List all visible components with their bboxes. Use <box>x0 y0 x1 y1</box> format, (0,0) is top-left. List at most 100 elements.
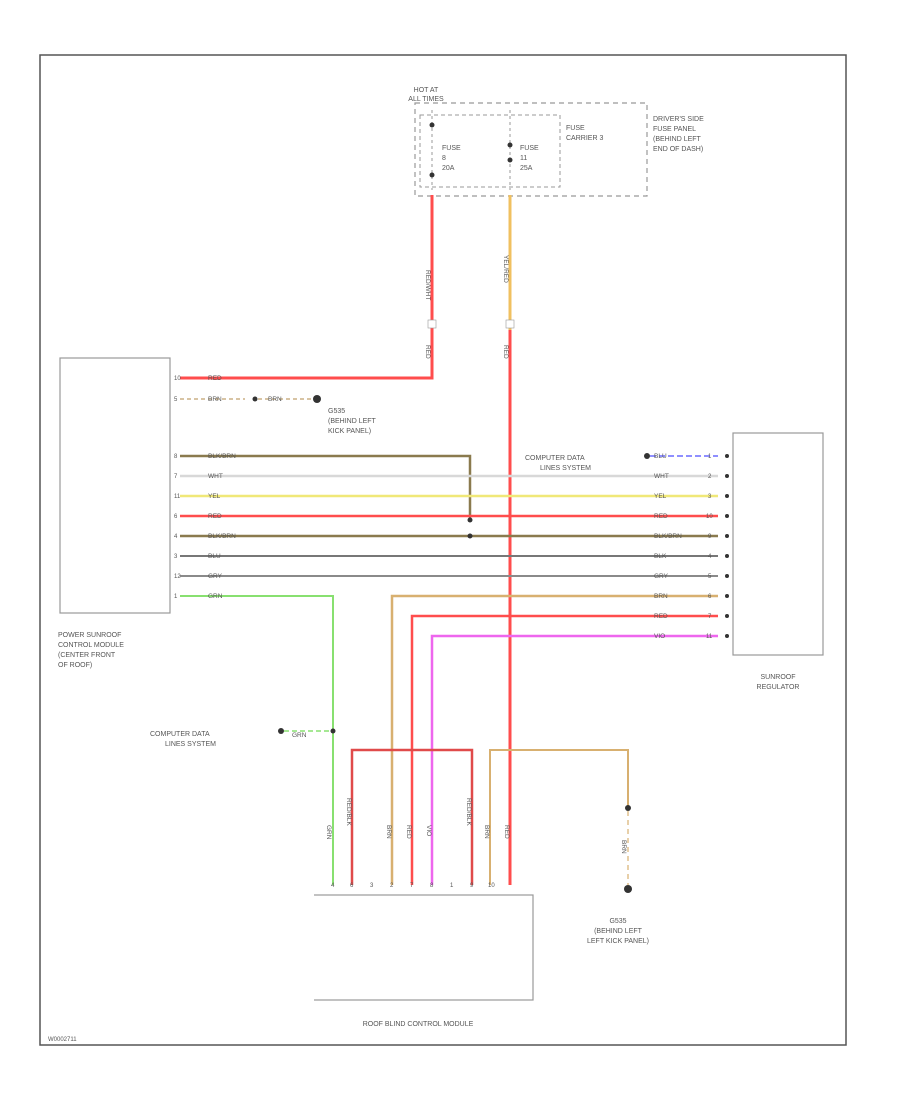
blind-wire-label-5: VIO <box>425 825 432 836</box>
reg-pin-6: 6 <box>708 594 712 600</box>
reg-pin-11: 11 <box>706 634 713 640</box>
power-sunroof-module <box>59 357 171 614</box>
fuse11-wire-red: RED <box>502 345 509 359</box>
blind-wire-label-1: GRN <box>325 825 332 840</box>
blind-pin-1: 1 <box>450 883 454 889</box>
wire-pm8-blkbrn <box>180 454 472 520</box>
fuse-carrier-label: FUSE <box>566 125 585 132</box>
fuse-8-rating: 20A <box>442 165 455 172</box>
pm-pin-8: 8 <box>174 454 178 460</box>
blind-pin-3: 3 <box>370 883 374 889</box>
power-module-label-2: CONTROL MODULE <box>58 642 124 649</box>
computer-data-right-icon <box>644 453 650 459</box>
ground2-wire-color: BRN <box>620 840 627 854</box>
ground-2-icon <box>624 885 632 893</box>
pm-pin-1: 1 <box>174 594 178 600</box>
reg-pin-4-color: BLK <box>654 553 667 560</box>
reg-pin-1: 1 <box>708 454 712 460</box>
pm-pin-3-color: BLU <box>208 553 221 560</box>
fuse-11-number: 11 <box>520 155 527 162</box>
reg-pin-4: 4 <box>708 554 712 560</box>
blind-wire-label-2: RED/BLK <box>345 798 352 826</box>
diagram-frame <box>39 54 847 1046</box>
blind-pin-10: 10 <box>488 883 495 889</box>
fuse-11-terminal-bottom <box>507 157 513 163</box>
wire-reg7-red <box>410 614 718 885</box>
fuse-panel-label-2: FUSE PANEL <box>653 126 696 133</box>
sunroof-regulator <box>732 432 824 656</box>
power-module-label-3: (CENTER FRONT <box>58 652 116 659</box>
diagram-id: W0002711 <box>48 1037 77 1043</box>
reg-pin-3: 3 <box>708 494 712 500</box>
blind-pin-2: 2 <box>390 883 394 889</box>
fuse-carrier-label-2: CARRIER 3 <box>566 135 603 142</box>
blind-wire-label-4: RED <box>405 825 412 839</box>
fuse11-wire-color: YEL/RED <box>502 255 509 283</box>
reg-pin-3-color: YEL <box>654 493 667 500</box>
reg-pin-10: 10 <box>706 514 713 520</box>
fuse-8-number: 8 <box>442 155 446 162</box>
blind-pin-6: 6 <box>350 883 354 889</box>
ground2-label: G535 <box>609 918 626 925</box>
reg-pin-5: 5 <box>708 574 712 580</box>
computer-data-left-wire: GRN <box>292 732 307 739</box>
power-module-label: POWER SUNROOF <box>58 632 121 639</box>
blind-pin-7: 7 <box>410 883 414 889</box>
ground-1-icon <box>313 395 321 403</box>
fuse-8-terminal-bottom <box>429 172 435 178</box>
regulator-pin-rows: BLU 1 WHT 2 YEL 3 RED 10 BLK/BRN 9 BLK 4… <box>654 453 729 640</box>
blind-pin-4: 4 <box>331 883 335 889</box>
pm-pin-10-color: RED <box>208 375 222 382</box>
wire-blind-red-blk-loop <box>350 748 474 885</box>
ground1-wire-color: BRN <box>268 396 282 403</box>
pm-pin-10: 10 <box>174 376 181 382</box>
pm-pin-11: 11 <box>174 494 181 500</box>
fuse-panel-label-3: (BEHIND LEFT <box>653 136 702 143</box>
ground1-label-2: (BEHIND LEFT <box>328 418 377 425</box>
fuse-carrier-box <box>419 114 561 188</box>
blind-wire-label-8: RED <box>503 825 510 839</box>
reg-pin-7-color: RED <box>654 613 668 620</box>
fuse-panel-label-4: END OF DASH) <box>653 146 703 153</box>
blind-pin-8: 8 <box>430 883 434 889</box>
blind-wire-label-6: RED/BLK <box>465 798 472 826</box>
reg-pin-5-color: GRY <box>654 573 669 580</box>
fuse-11-label: FUSE <box>520 145 539 152</box>
reg-pin-7: 7 <box>708 614 712 620</box>
fuse-panel-label: DRIVER'S SIDE <box>653 116 704 123</box>
pm-pin-6-color: RED <box>208 513 222 520</box>
computer-data-left-label: COMPUTER DATA <box>150 731 210 738</box>
pm-pin-4: 4 <box>174 534 178 540</box>
wire-reg11-vio <box>430 634 718 885</box>
fuse-8-label: FUSE <box>442 145 461 152</box>
regulator-label-2: REGULATOR <box>757 684 800 691</box>
fuse-11-terminal-top <box>507 142 513 148</box>
reg-pin-2: 2 <box>708 474 712 480</box>
reg-pin-2-color: WHT <box>654 473 669 480</box>
pm-pin-7-color: WHT <box>208 473 223 480</box>
ground2-label-3: LEFT KICK PANEL) <box>587 938 649 945</box>
pm-pin-5-color: BRN <box>208 396 222 403</box>
reg-pin-6-color: BRN <box>654 593 668 600</box>
hot-at-label-2: ALL TIMES <box>408 96 444 103</box>
regulator-label: SUNROOF <box>761 674 796 681</box>
computer-data-right-label-2: LINES SYSTEM <box>540 465 591 472</box>
roof-blind-label: ROOF BLIND CONTROL MODULE <box>363 1021 474 1028</box>
wire-blind-brn-ground <box>489 749 629 885</box>
wire-reg6-brn <box>390 594 718 885</box>
pm-pin-5: 5 <box>174 397 178 403</box>
blind-pin-9: 9 <box>470 883 474 889</box>
fuse-11-rating: 25A <box>520 165 533 172</box>
reg-pin-10-color: RED <box>654 513 668 520</box>
wire-fuse8-red <box>180 195 434 380</box>
pm-pin-1-color: GRN <box>208 593 223 600</box>
reg-pin-1-color: BLU <box>654 453 667 460</box>
power-module-label-4: OF ROOF) <box>58 662 92 669</box>
pm-pin-6: 6 <box>174 514 178 520</box>
ground2-label-2: (BEHIND LEFT <box>594 928 643 935</box>
hot-at-label: HOT AT <box>414 87 439 94</box>
pm-pin-4-color: BLK/BRN <box>208 533 236 540</box>
pm-pin-3: 3 <box>174 554 178 560</box>
fuse-panel-box <box>414 102 648 197</box>
